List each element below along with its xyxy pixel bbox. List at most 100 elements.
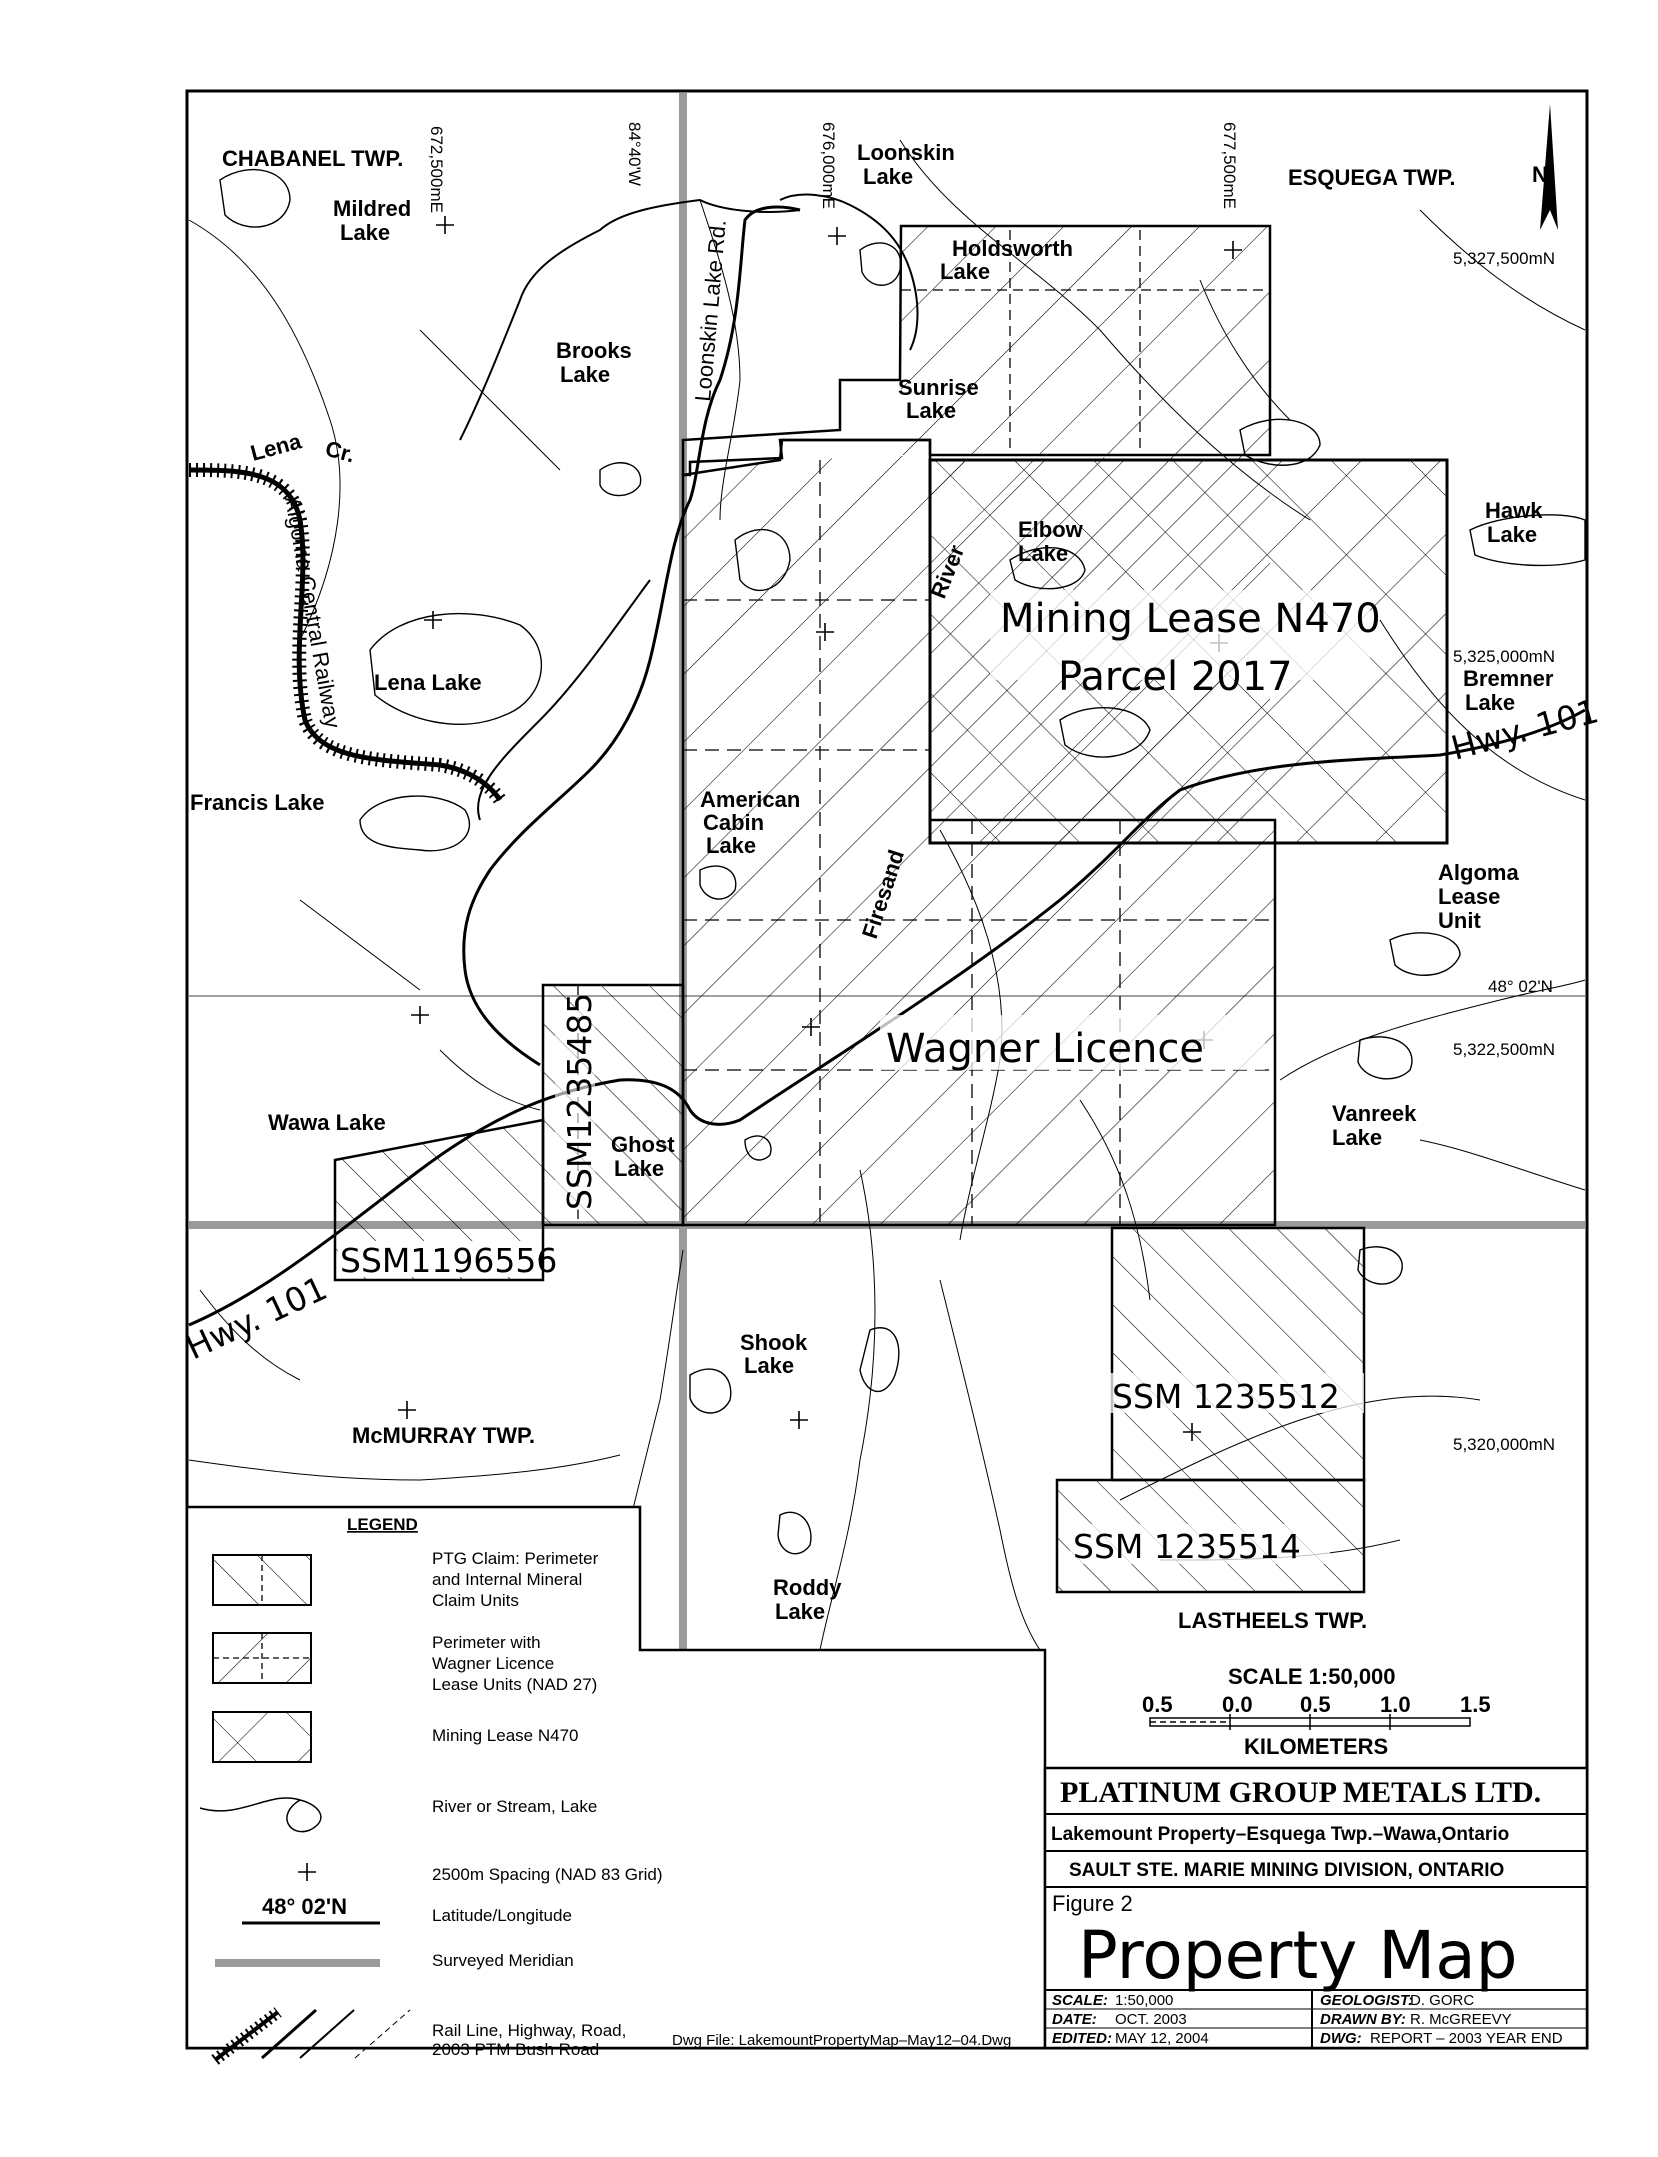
scale-title: SCALE 1:50,000 xyxy=(1228,1664,1396,1689)
algoma-lease-unit-3: Unit xyxy=(1438,908,1481,933)
lake-sunrise-2: Lake xyxy=(906,398,956,423)
lena-creek-label: Lena xyxy=(248,428,305,466)
lake-holdsworth-2: Lake xyxy=(940,259,990,284)
lake-brooks: Brooks xyxy=(556,338,632,363)
tb-scale-value: 1:50,000 xyxy=(1115,1992,1173,2009)
meridian-label: 84°40'W xyxy=(625,122,644,186)
tb-scale-label: SCALE: xyxy=(1052,1992,1108,2009)
ssm1196556-label: SSM1196556 xyxy=(340,1241,557,1280)
legend-ptg-line1: PTG Claim: Perimeter xyxy=(432,1549,599,1568)
lake-mildred: Mildred xyxy=(333,196,411,221)
latitude-label: 48° 02'N xyxy=(1488,977,1553,996)
tb-dwg-label: DWG: xyxy=(1320,2030,1362,2047)
lake-hawk: Hawk xyxy=(1485,498,1543,523)
railway-label: Algoma Central Railway xyxy=(280,495,345,731)
ptg-claim-north-hatch xyxy=(901,226,1270,455)
legend-ptg-line3: Claim Units xyxy=(432,1591,519,1610)
grid-label-5322500mN: 5,322,500mN xyxy=(1453,1040,1555,1059)
tb-geologist-label: GEOLOGIST: xyxy=(1320,1992,1413,2009)
legend-ptg-line2: and Internal Mineral xyxy=(432,1570,582,1589)
north-arrow-letter: N xyxy=(1532,162,1548,187)
lake-sunrise: Sunrise xyxy=(898,375,979,400)
ssm1235514-label: SSM 1235514 xyxy=(1073,1527,1301,1566)
scale-tick-0: 0.5 xyxy=(1142,1692,1173,1717)
grid-label-5320000mN: 5,320,000mN xyxy=(1453,1435,1555,1454)
scale-tick-3: 1.0 xyxy=(1380,1692,1411,1717)
lake-hawk-2: Lake xyxy=(1487,522,1537,547)
scale-tick-4: 1.5 xyxy=(1460,1692,1491,1717)
tb-dwg-value: REPORT – 2003 YEAR END xyxy=(1370,2030,1563,2047)
legend-wagner-line3: Lease Units (NAD 27) xyxy=(432,1675,597,1694)
legend-lines-symbol xyxy=(211,2007,411,2065)
map-title: Property Map xyxy=(1078,1917,1518,1994)
grid-label-672500mE: 672,500mE xyxy=(427,126,446,213)
lake-american-cabin-3: Lake xyxy=(706,833,756,858)
ssm1196556-claim xyxy=(333,1118,545,1282)
tb-geologist-value: D. GORC xyxy=(1410,1992,1474,2009)
grid-label-676000mE: 676,000mE xyxy=(819,122,838,209)
tb-drawn-value: R. McGREEVY xyxy=(1410,2011,1512,2028)
lake-loonskin-2: Lake xyxy=(863,164,913,189)
lake-american-cabin: American xyxy=(700,787,800,812)
legend-river-symbol xyxy=(199,1797,322,1833)
legend-meridian: Surveyed Meridian xyxy=(432,1951,574,1970)
lake-roddy: Roddy xyxy=(773,1575,842,1600)
scale-units: KILOMETERS xyxy=(1244,1734,1388,1759)
township-chabanel: CHABANEL TWP. xyxy=(222,146,403,171)
legend-lines-line1: Rail Line, Highway, Road, xyxy=(432,2021,626,2040)
lena-creek-label-2: Cr. xyxy=(323,436,358,468)
lake-shook-2: Lake xyxy=(744,1353,794,1378)
legend-latlong-sample: 48° 02'N xyxy=(262,1894,347,1919)
ssm1235512-claim xyxy=(1110,1226,1366,1482)
lake-vanreek-2: Lake xyxy=(1332,1125,1382,1150)
north-arrow: N xyxy=(1532,104,1558,230)
algoma-lease-unit: Algoma xyxy=(1438,860,1519,885)
legend-lines-line2: 2003 PTM Bush Road xyxy=(432,2040,599,2059)
legend-box xyxy=(185,1505,1047,2050)
lake-bremner-2: Lake xyxy=(1465,690,1515,715)
lake-elbow: Elbow xyxy=(1018,517,1084,542)
lake-ghost: Ghost xyxy=(611,1132,675,1157)
lake-ghost-2: Lake xyxy=(614,1156,664,1181)
figure-number: Figure 2 xyxy=(1052,1891,1133,1916)
legend-lease: Mining Lease N470 xyxy=(432,1726,578,1745)
tb-edited-value: MAY 12, 2004 xyxy=(1115,2030,1209,2047)
township-mcmurray: McMURRAY TWP. xyxy=(352,1423,535,1448)
legend-wagner-line1: Perimeter with xyxy=(432,1633,541,1652)
ptg-claim-north-units xyxy=(901,230,1270,455)
legend-title: LEGEND xyxy=(347,1515,418,1534)
dwg-file-name: Dwg File: LakemountPropertyMap–May12–04.… xyxy=(672,2032,1011,2049)
lake-francis: Francis Lake xyxy=(190,790,325,815)
legend-river: River or Stream, Lake xyxy=(432,1797,597,1816)
ssm1235512-label: SSM 1235512 xyxy=(1112,1377,1340,1416)
tb-date-label: DATE: xyxy=(1052,2011,1097,2028)
lake-mildred-2: Lake xyxy=(340,220,390,245)
legend-latlong: Latitude/Longitude xyxy=(432,1906,572,1925)
lake-wawa: Wawa Lake xyxy=(268,1110,386,1135)
loonskin-road-label: Loonskin Lake Rd. xyxy=(690,219,731,403)
wagner-licence-label: Wagner Licence xyxy=(886,1026,1204,1072)
mining-lease-parcel-label: Parcel 2017 xyxy=(1058,654,1293,700)
lake-american-cabin-2: Cabin xyxy=(703,810,764,835)
lake-lena: Lena Lake xyxy=(374,670,482,695)
legend-wagner-line2: Wagner Licence xyxy=(432,1654,554,1673)
township-lastheels: LASTHEELS TWP. xyxy=(1178,1608,1367,1633)
lake-elbow-2: Lake xyxy=(1018,541,1068,566)
legend-grid-symbol xyxy=(298,1863,316,1881)
lake-holdsworth: Holdsworth xyxy=(952,236,1073,261)
company-name: PLATINUM GROUP METALS LTD. xyxy=(1060,1776,1541,1809)
scale-tick-2: 0.5 xyxy=(1300,1692,1331,1717)
rail-line xyxy=(188,463,506,805)
lake-shook: Shook xyxy=(740,1330,808,1355)
lake-roddy-2: Lake xyxy=(775,1599,825,1624)
township-esquega: ESQUEGA TWP. xyxy=(1288,165,1455,190)
scale-bar xyxy=(1149,1714,1471,1730)
lake-bremner: Bremner xyxy=(1463,666,1554,691)
legend-swatch-lease xyxy=(212,1711,312,1763)
legend-grid: 2500m Spacing (NAD 83 Grid) xyxy=(432,1865,663,1884)
tb-edited-label: EDITED: xyxy=(1052,2030,1112,2047)
scale-tick-1: 0.0 xyxy=(1222,1692,1253,1717)
mining-division: SAULT STE. MARIE MINING DIVISION, ONTARI… xyxy=(1069,1860,1504,1881)
algoma-lease-unit-2: Lease xyxy=(1438,884,1500,909)
